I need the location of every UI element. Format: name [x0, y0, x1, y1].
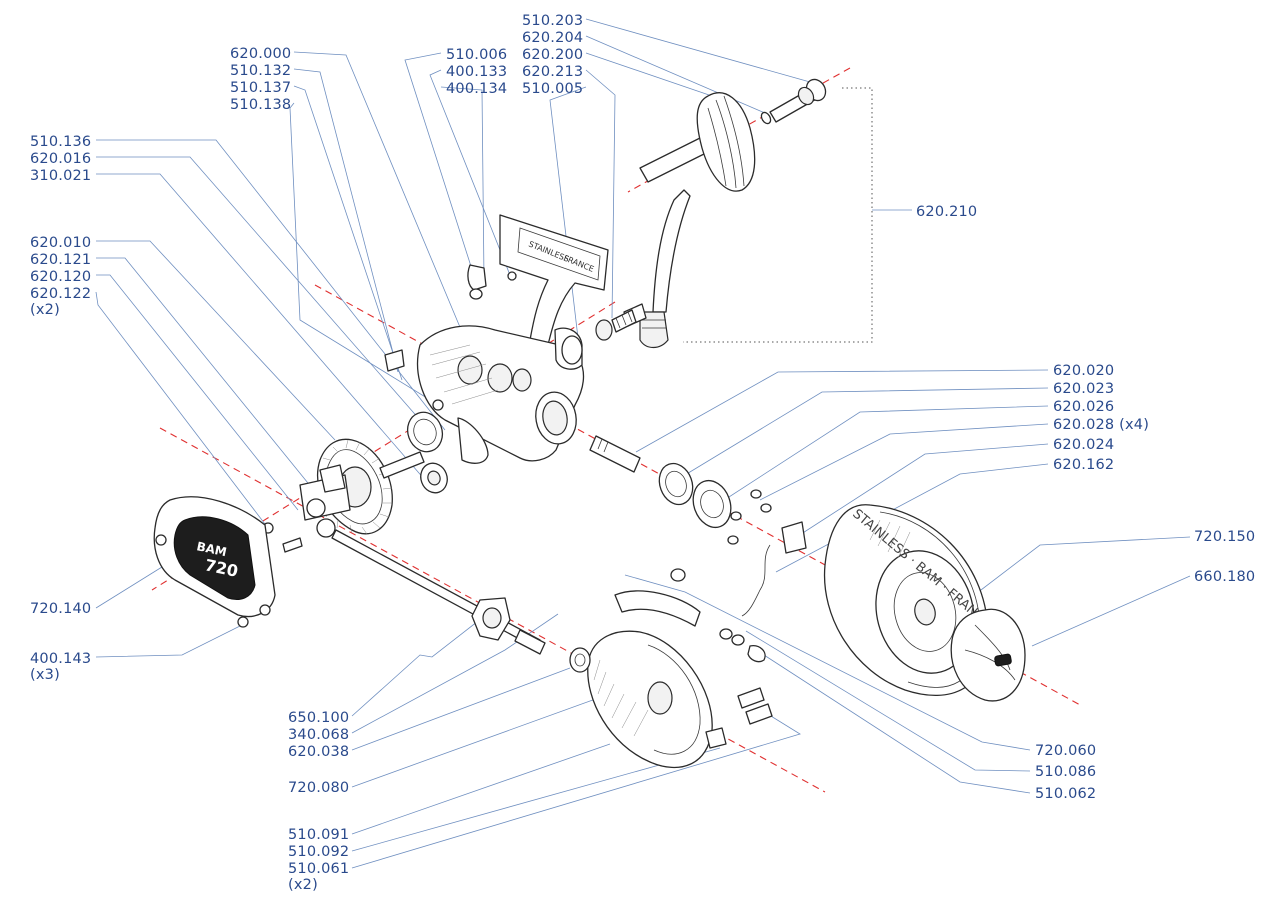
reel-body: STAINLESS FRANCE — [384, 214, 637, 464]
label-510-005: 510.005 — [522, 81, 583, 97]
label-510-132: 510.132 — [230, 63, 291, 79]
pinion-bearings — [589, 435, 807, 617]
part-labels: 510.203 620.204 620.200 620.213 510.005 … — [30, 13, 1255, 893]
label-620-016: 620.016 — [30, 151, 91, 167]
handle-pin — [760, 78, 827, 125]
label-620-000: 620.000 — [230, 46, 291, 62]
label-400-134: 400.134 — [446, 81, 507, 97]
label-620-121: 620.121 — [30, 252, 91, 268]
label-620-023: 620.023 — [1053, 381, 1114, 397]
label-620-210: 620.210 — [916, 204, 977, 220]
label-510-091: 510.091 — [288, 827, 349, 843]
label-510-136: 510.136 — [30, 134, 91, 150]
label-660-180: 660.180 — [1194, 569, 1255, 585]
lower-axis — [159, 427, 826, 793]
label-620-162: 620.162 — [1053, 457, 1114, 473]
crank-handle — [623, 92, 756, 349]
label-620-010: 620.010 — [30, 235, 91, 251]
label-620-026: 620.026 — [1053, 399, 1114, 415]
label-510-061-qty: (x2) — [288, 877, 318, 893]
label-720-060: 720.060 — [1035, 743, 1096, 759]
label-620-028: 620.028 (x4) — [1053, 417, 1149, 433]
label-620-213: 620.213 — [522, 64, 583, 80]
label-510-086: 510.086 — [1035, 764, 1096, 780]
side-cover: BAM 720 — [153, 496, 276, 628]
label-510-138: 510.138 — [230, 97, 291, 113]
label-510-203: 510.203 — [522, 13, 583, 29]
label-720-140: 720.140 — [30, 601, 91, 617]
label-650-100: 650.100 — [288, 710, 349, 726]
label-620-200: 620.200 — [522, 47, 583, 63]
cover-brand-text: BAM — [195, 539, 228, 559]
label-400-143: 400.143 — [30, 651, 91, 667]
label-620-122-qty: (x2) — [30, 302, 60, 318]
label-510-092: 510.092 — [288, 844, 349, 860]
drive-gear — [315, 411, 448, 535]
rotor — [569, 568, 773, 769]
label-620-120: 620.120 — [30, 269, 91, 285]
label-720-080: 720.080 — [288, 780, 349, 796]
label-510-137: 510.137 — [230, 80, 291, 96]
main-shaft — [251, 464, 546, 655]
label-620-038: 620.038 — [288, 744, 349, 760]
label-310-021: 310.021 — [30, 168, 91, 184]
label-510-062: 510.062 — [1035, 786, 1096, 802]
label-620-204: 620.204 — [522, 30, 583, 46]
label-620-024: 620.024 — [1053, 437, 1114, 453]
spool-knob — [950, 608, 1026, 702]
label-400-133: 400.133 — [446, 64, 507, 80]
leader-lines — [95, 18, 1191, 869]
label-620-020: 620.020 — [1053, 363, 1114, 379]
label-510-061: 510.061 — [288, 861, 349, 877]
label-510-006: 510.006 — [446, 47, 507, 63]
label-400-143-qty: (x3) — [30, 667, 60, 683]
label-340-068: 340.068 — [288, 727, 349, 743]
label-620-122: 620.122 — [30, 286, 91, 302]
label-720-150: 720.150 — [1194, 529, 1255, 545]
